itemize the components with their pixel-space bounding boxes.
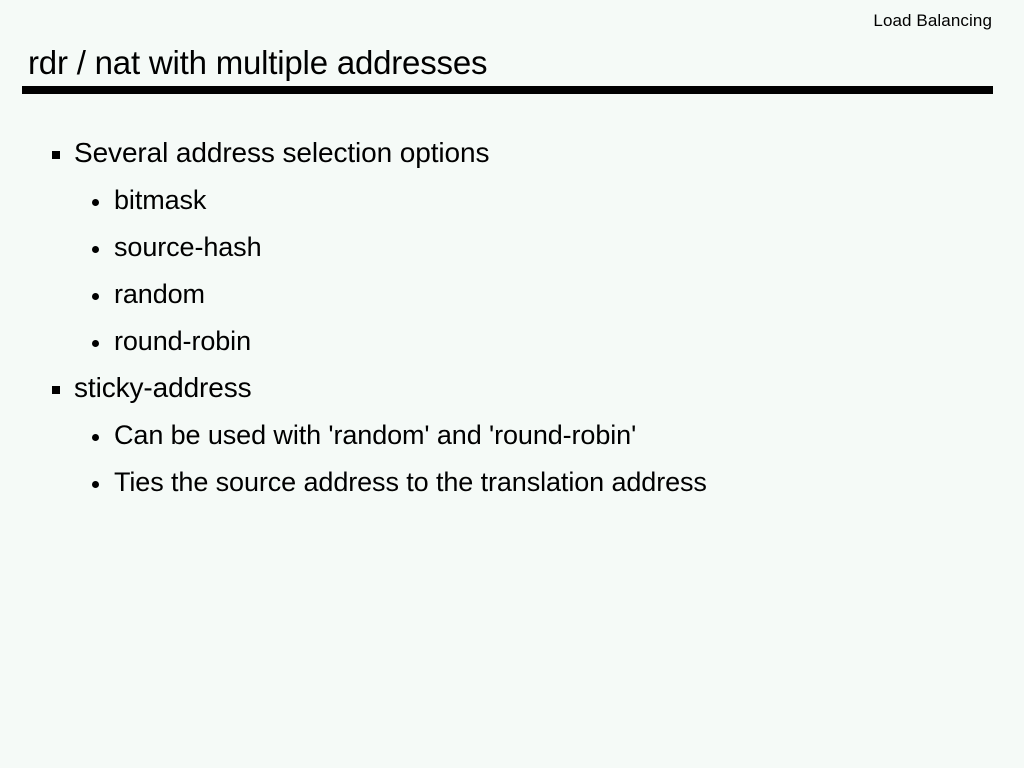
list-item: Several address selection options	[0, 133, 1024, 180]
list-item: round-robin	[0, 321, 1024, 368]
bullet-list: Several address selection options bitmas…	[0, 133, 1024, 509]
square-bullet-icon	[52, 151, 60, 159]
list-item: Can be used with 'random' and 'round-rob…	[0, 415, 1024, 462]
list-item-label: sticky-address	[74, 372, 252, 403]
list-item: sticky-address	[0, 368, 1024, 415]
slide-title: rdr / nat with multiple addresses	[28, 44, 488, 81]
list-item: random	[0, 274, 1024, 321]
title-divider-rule	[22, 86, 993, 94]
list-item-label: Several address selection options	[74, 137, 490, 168]
dot-bullet-icon	[92, 434, 99, 441]
square-bullet-icon	[52, 386, 60, 394]
slide-header-label: Load Balancing	[873, 11, 992, 30]
list-item: Ties the source address to the translati…	[0, 462, 1024, 509]
dot-bullet-icon	[92, 293, 99, 300]
dot-bullet-icon	[92, 199, 99, 206]
list-item-label: Ties the source address to the translati…	[114, 467, 707, 497]
list-item-label: source-hash	[114, 232, 262, 262]
list-item-label: Can be used with 'random' and 'round-rob…	[114, 420, 637, 450]
list-item-label: bitmask	[114, 185, 207, 215]
dot-bullet-icon	[92, 481, 99, 488]
list-item-label: random	[114, 279, 205, 309]
dot-bullet-icon	[92, 340, 99, 347]
dot-bullet-icon	[92, 246, 99, 253]
list-item: bitmask	[0, 180, 1024, 227]
list-item-label: round-robin	[114, 326, 251, 356]
list-item: source-hash	[0, 227, 1024, 274]
